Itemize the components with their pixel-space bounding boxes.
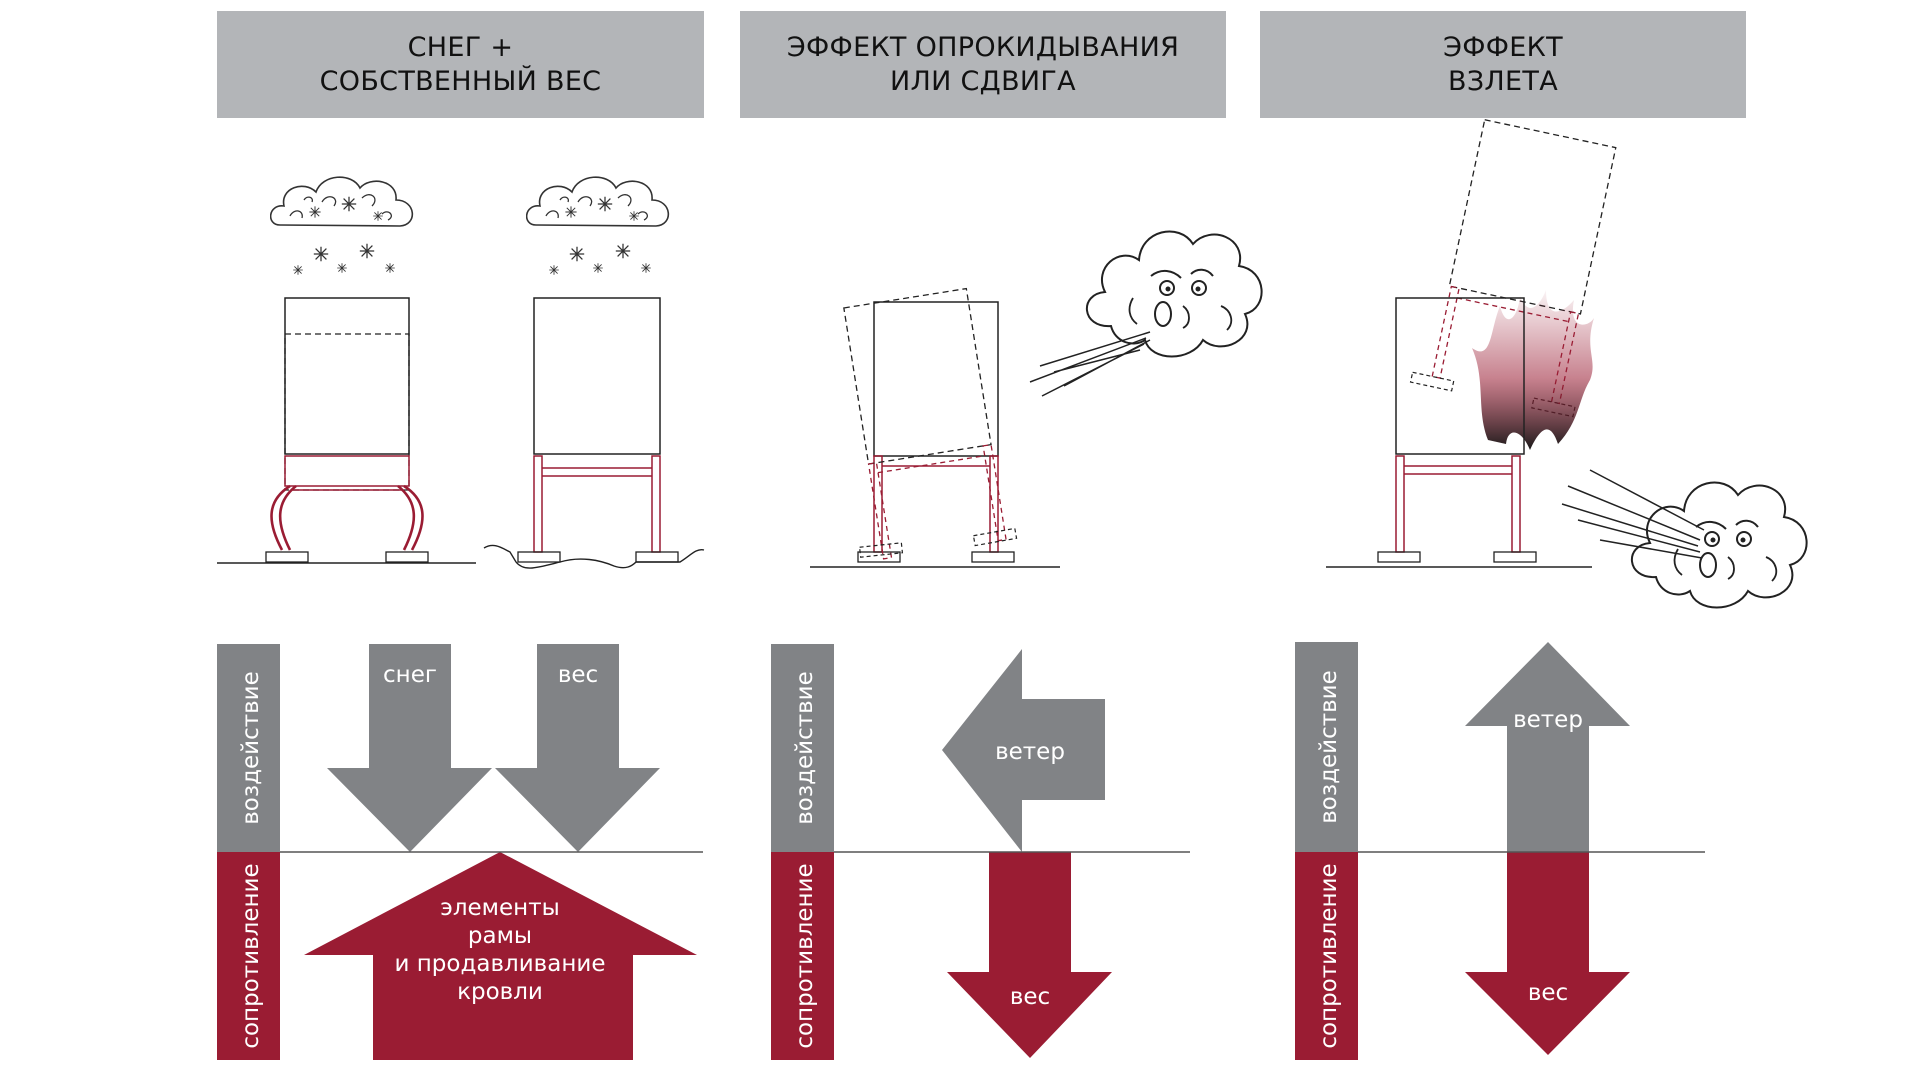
action-bar	[771, 644, 834, 852]
weight-down-arrow	[1465, 852, 1630, 1055]
overturn-panel-illustration	[810, 230, 1263, 568]
resistance-bar	[1295, 852, 1358, 1060]
weight-arrow-label: вес	[1528, 980, 1568, 1006]
weight-arrow-label: вес	[558, 662, 598, 688]
snow-arrow-label: снег	[383, 662, 437, 688]
wind-blowing-cloud-icon	[1029, 230, 1263, 397]
header-overturn-title: ЭФФЕКТ ОПРОКИДЫВАНИЯ ИЛИ СДВИГА	[786, 31, 1180, 97]
action-label: воздействие	[238, 671, 264, 825]
header-snow: СНЕГ + СОБСТВЕННЫЙ ВЕС	[217, 11, 704, 118]
overturn-force-diagram: воздействие сопротивление ветер вес	[771, 644, 1190, 1060]
header-uplift: ЭФФЕКТ ВЗЛЕТА	[1260, 11, 1746, 118]
snow-force-diagram: воздействие сопротивление снег вес элеме…	[217, 644, 703, 1060]
action-label: воздействие	[792, 671, 818, 825]
weight-down-arrow	[947, 852, 1112, 1058]
uplift-unit	[1326, 119, 1617, 568]
wind-left-arrow	[942, 649, 1105, 852]
frame-resistance-arrow	[304, 852, 697, 1060]
snow-panel-illustration	[217, 176, 705, 569]
action-bar	[217, 644, 280, 852]
snow-cloud-icon	[526, 176, 670, 276]
resistance-label: сопротивление	[792, 863, 818, 1048]
action-label: воздействие	[1316, 670, 1342, 824]
uplift-panel-illustration	[1326, 119, 1808, 609]
deformed-unit	[217, 297, 476, 564]
snow-down-arrow	[327, 644, 492, 852]
resistance-label: сопротивление	[1316, 863, 1342, 1048]
overturn-unit	[810, 287, 1060, 568]
header-overturn: ЭФФЕКТ ОПРОКИДЫВАНИЯ ИЛИ СДВИГА	[740, 11, 1226, 118]
resistance-arrow-label-line4: кровли	[457, 979, 543, 1005]
wind-blowing-cloud-icon	[1561, 469, 1808, 609]
snow-cloud-icon	[270, 176, 414, 276]
resistance-arrow-label-line2: рамы	[468, 923, 532, 949]
resistance-arrow-label-line3: и продавливание	[395, 951, 606, 977]
wind-arrow-label: ветер	[995, 739, 1065, 765]
resistance-bar	[771, 852, 834, 1060]
resistance-bar	[217, 852, 280, 1060]
header-snow-title: СНЕГ + СОБСТВЕННЫЙ ВЕС	[319, 31, 602, 97]
uplift-force-diagram: воздействие сопротивление ветер вес	[1295, 642, 1705, 1060]
sinking-unit	[483, 297, 705, 569]
resistance-arrow-label-line1: элементы	[440, 895, 560, 921]
action-bar	[1295, 642, 1358, 852]
uplift-flame-icon	[1472, 290, 1594, 450]
header-uplift-title: ЭФФЕКТ ВЗЛЕТА	[1443, 31, 1563, 97]
weight-down-arrow	[495, 644, 660, 852]
weight-arrow-label: вес	[1010, 984, 1050, 1010]
wind-arrow-label: ветер	[1513, 707, 1583, 733]
resistance-label: сопротивление	[238, 863, 264, 1048]
wind-up-arrow	[1465, 642, 1630, 852]
